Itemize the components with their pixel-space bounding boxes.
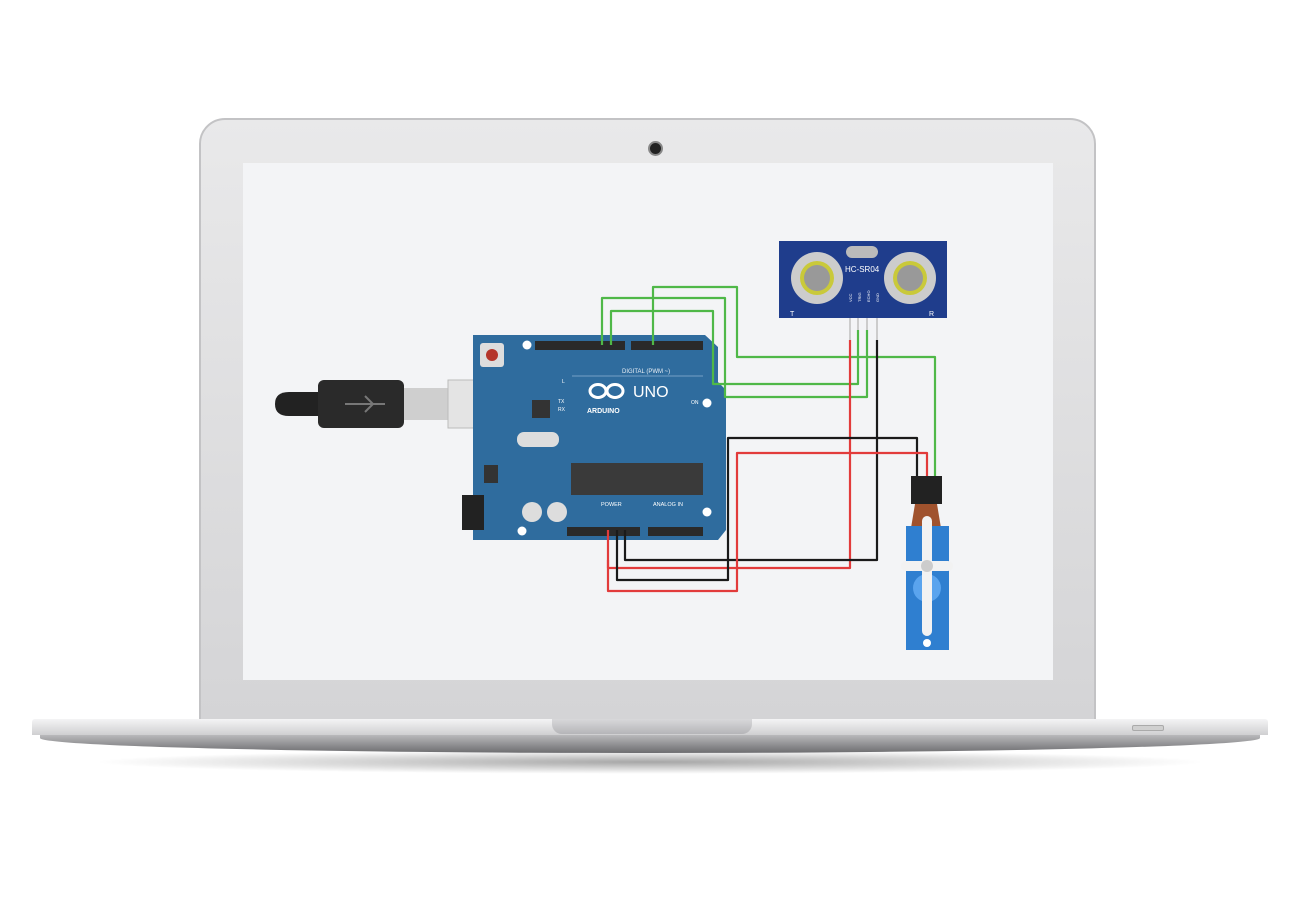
atmega-chip xyxy=(571,463,703,495)
pin-trig-label: TRIG xyxy=(857,292,862,302)
wire-gnd-sensor xyxy=(623,340,879,562)
model-label: UNO xyxy=(633,384,669,401)
led-on-label: ON xyxy=(691,400,699,406)
power-header xyxy=(567,527,640,536)
digital-label: DIGITAL (PWM ~) xyxy=(622,369,670,375)
power-label: POWER xyxy=(601,502,622,508)
analog-label: ANALOG IN xyxy=(653,502,683,508)
digital-header-2 xyxy=(631,341,703,350)
usb-cable xyxy=(275,379,489,429)
webcam-icon xyxy=(648,141,663,156)
arduino-uno-board[interactable]: DIGITAL (PWM ~) L TX RX ON ARDUINO UNO P… xyxy=(462,335,726,540)
wire-gnd-servo xyxy=(615,436,919,582)
pin-vcc-label: VCC xyxy=(848,293,853,302)
laptop-hinge-notch xyxy=(552,719,752,734)
led-tx-label: TX xyxy=(558,399,565,405)
circuit-diagram: DIGITAL (PWM ~) L TX RX ON ARDUINO UNO P… xyxy=(275,241,953,650)
sensor-model-label: HC-SR04 xyxy=(845,265,880,274)
wire-trig xyxy=(609,309,860,386)
arduino-logo-text: ARDUINO xyxy=(587,408,620,415)
led-l-label: L xyxy=(562,379,565,385)
laptop-base-bottom xyxy=(40,735,1260,753)
wire-echo xyxy=(600,296,869,399)
wire-signal-servo xyxy=(651,285,937,478)
laptop-screen: DIGITAL (PWM ~) L TX RX ON ARDUINO UNO P… xyxy=(243,163,1053,680)
led-rx-label: RX xyxy=(558,407,566,413)
wire-vcc-servo xyxy=(606,451,929,593)
pin-gnd-label: GND xyxy=(875,293,880,302)
laptop-status-led xyxy=(1132,725,1164,731)
arduino-logo-icon xyxy=(588,383,625,399)
analog-header xyxy=(648,527,703,536)
power-jack xyxy=(462,495,484,530)
laptop-shadow xyxy=(90,750,1210,774)
wires xyxy=(600,285,937,593)
pin-echo-label: ECHO xyxy=(866,290,871,302)
digital-header-1 xyxy=(535,341,625,350)
usb-icon xyxy=(345,395,385,413)
servo-motor[interactable] xyxy=(901,476,953,650)
sensor-r-label: R xyxy=(929,311,934,318)
hc-sr04-sensor[interactable]: HC-SR04 T R VCC TRIG ECHO GND xyxy=(779,241,947,340)
sensor-t-label: T xyxy=(790,311,795,318)
